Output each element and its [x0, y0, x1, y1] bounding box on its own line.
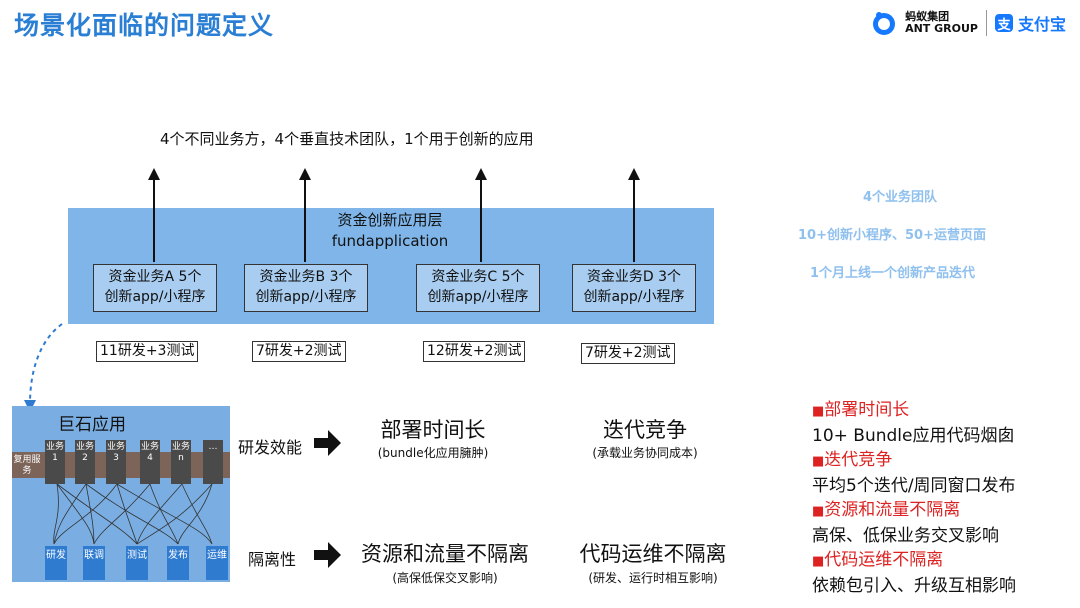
phase-ops: 运维: [206, 546, 228, 580]
phase-integration: 联调: [83, 546, 105, 580]
module-more: …: [203, 440, 223, 484]
problem-1-body: 10+ Bundle应用代码烟囱: [812, 426, 1015, 446]
module-n: 业务n: [171, 440, 191, 484]
module-1: 业务1: [45, 440, 65, 484]
alipay-logo: 支 支付宝: [994, 11, 1066, 35]
logo-divider: [985, 10, 987, 36]
business-a-name: 资金业务A 5个: [108, 269, 202, 285]
business-b-box: 资金业务B 3个 创新app/小程序: [244, 264, 368, 312]
phase-release: 发布: [167, 546, 189, 580]
up-arrow-icon: [148, 168, 640, 262]
business-c-apps: 创新app/小程序: [427, 289, 529, 305]
problem-2-body: 平均5个迭代/周同窗口发布: [812, 476, 1016, 496]
business-c-name: 资金业务C 5个: [431, 269, 525, 285]
alipay-logo-icon: 支: [994, 14, 1013, 33]
business-a-box: 资金业务A 5个 创新app/小程序: [93, 264, 217, 312]
impact-resource-isolation-note: (高保低保交叉影响): [392, 571, 498, 585]
fund-layer-title: 资金创新应用层 fundapplication: [300, 210, 480, 252]
problem-3-head: 资源和流量不隔离: [812, 498, 1016, 524]
business-d-box: 资金业务D 3个 创新app/小程序: [572, 264, 696, 312]
page-title: 场景化面临的问题定义: [14, 11, 275, 40]
monolith-title: 巨石应用: [58, 415, 126, 435]
problem-2-head: 迭代竞争: [812, 448, 1016, 474]
business-c-team: 12研发+2测试: [423, 341, 526, 362]
problem-1-head: 部署时间长: [812, 398, 1016, 424]
right-arrow-icon: [314, 542, 341, 568]
problem-4-head: 代码运维不隔离: [812, 548, 1016, 574]
business-d-name: 资金业务D 3个: [586, 269, 682, 285]
side-note-teams: 4个业务团队: [863, 190, 938, 205]
problem-3-body: 高保、低保业务交叉影响: [812, 526, 999, 546]
impact-resource-isolation: 资源和流量不隔离: [361, 542, 529, 566]
fund-layer-name-en: fundapplication: [331, 232, 449, 250]
right-arrow-icon: [314, 430, 341, 456]
module-dependency-lines: [53, 483, 213, 545]
business-d-team: 7研发+2测试: [581, 343, 675, 364]
phase-dev: 研发: [45, 546, 67, 580]
phase-test: 测试: [126, 546, 148, 580]
business-b-team: 7研发+2测试: [252, 341, 346, 362]
business-d-apps: 创新app/小程序: [583, 289, 685, 305]
business-a-team: 11研发+3测试: [96, 341, 199, 362]
ant-group-name-en: ANT GROUP: [905, 22, 978, 35]
impact-deploy-time-note: (bundle化应用臃肿): [377, 446, 489, 460]
business-a-apps: 创新app/小程序: [104, 289, 206, 305]
impact-iteration-competition: 迭代竞争: [603, 418, 687, 442]
top-caption: 4个不同业务方，4个垂直技术团队，1个用于创新的应用: [160, 130, 534, 148]
logo-group: 蚂蚁集团 ANT GROUP 支 支付宝: [871, 6, 1066, 40]
impact-iteration-competition-note: (承载业务协同成本): [592, 446, 698, 460]
reuse-service-label: 复用服务: [13, 455, 41, 476]
module-4: 业务4: [140, 440, 160, 484]
module-3: 业务3: [106, 440, 126, 484]
business-c-box: 资金业务C 5个 创新app/小程序: [416, 264, 540, 312]
impact-ops-isolation-note: (研发、运行时相互影响): [588, 571, 718, 585]
alipay-wordmark: 支付宝: [1017, 15, 1066, 34]
fund-layer-name-cn: 资金创新应用层: [337, 211, 443, 229]
module-2: 业务2: [75, 440, 95, 484]
ant-group-name-cn: 蚂蚁集团: [905, 10, 950, 23]
business-b-name: 资金业务B 3个: [259, 269, 353, 285]
problem-4-body: 依赖包引入、升级互相影响: [812, 576, 1016, 596]
problem-summary-list: 部署时间长 10+ Bundle应用代码烟囱 迭代竞争 平均5个迭代/周同窗口发…: [812, 398, 1016, 598]
business-b-apps: 创新app/小程序: [255, 289, 357, 305]
side-note-iteration: 1个月上线一个创新产品迭代: [810, 266, 976, 281]
side-note-apps: 10+创新小程序、50+运营页面: [798, 228, 986, 243]
row-label-isolation: 隔离性: [248, 550, 297, 569]
ant-group-wordmark: 蚂蚁集团 ANT GROUP: [905, 11, 978, 35]
row-label-efficiency: 研发效能: [238, 438, 303, 457]
dashed-curve-arrow-icon: [24, 323, 63, 412]
ant-group-logo-icon: [873, 12, 896, 35]
impact-deploy-time: 部署时间长: [380, 418, 486, 442]
impact-ops-isolation: 代码运维不隔离: [579, 542, 727, 566]
